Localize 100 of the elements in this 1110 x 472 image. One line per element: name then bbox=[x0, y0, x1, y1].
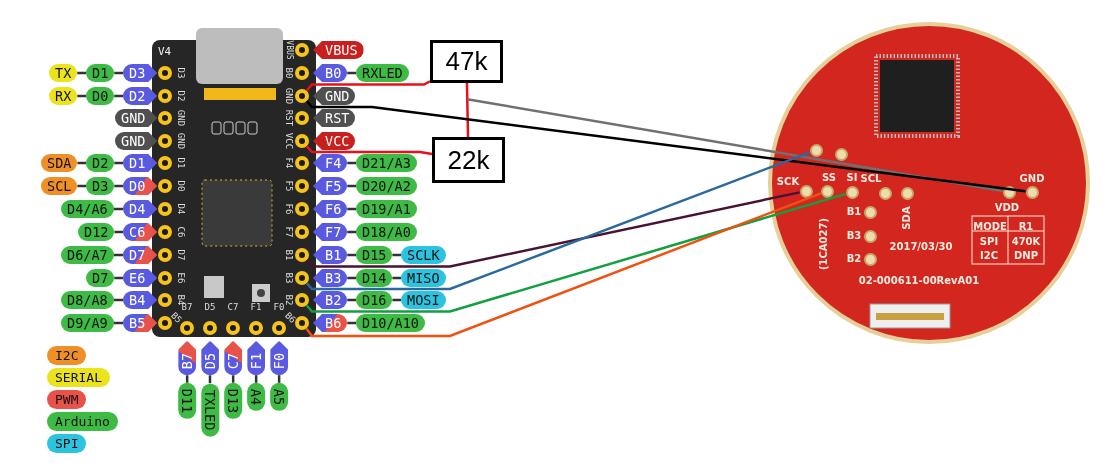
pin-label: D14 bbox=[356, 269, 393, 287]
pin-name: D5 bbox=[204, 302, 216, 312]
solder-pad bbox=[845, 185, 859, 199]
pin-label: GND bbox=[115, 109, 158, 127]
pin-label: C7 bbox=[224, 340, 243, 376]
connector-line bbox=[347, 184, 356, 188]
connector-line bbox=[392, 298, 401, 302]
connector-line bbox=[114, 71, 123, 75]
connector-line bbox=[231, 375, 235, 383]
silkscreen-text: 2017/03/30 bbox=[889, 242, 953, 252]
pin-label: F5 bbox=[313, 177, 348, 195]
pin-name: GND bbox=[175, 109, 185, 127]
pin-name: D0 bbox=[175, 180, 185, 192]
connector-line bbox=[77, 161, 86, 165]
connector-line bbox=[347, 298, 356, 302]
pin-label: D2 bbox=[86, 154, 115, 172]
pin-name: D4 bbox=[175, 203, 185, 215]
pin-label: SCL bbox=[41, 177, 78, 195]
silkscreen-text: MODE bbox=[973, 222, 1007, 232]
connector-line bbox=[114, 94, 123, 98]
pin-label: D4/A6 bbox=[61, 200, 114, 218]
connector-line bbox=[77, 184, 86, 188]
solder-pad bbox=[295, 225, 309, 239]
pin-label: D2 bbox=[123, 87, 158, 105]
pin-name: GND bbox=[1019, 174, 1045, 184]
pin-name: D2 bbox=[175, 90, 185, 102]
solder-pad bbox=[295, 111, 309, 125]
solder-pad bbox=[900, 186, 914, 200]
pin-name: B5 bbox=[169, 311, 183, 325]
solder-pad bbox=[203, 321, 217, 335]
pin-label: D7 bbox=[86, 269, 115, 287]
wire bbox=[305, 151, 811, 291]
pin-label: B0 bbox=[313, 64, 348, 82]
solder-pad bbox=[878, 186, 892, 200]
pin-name: D1 bbox=[175, 157, 185, 169]
solder-pad bbox=[158, 111, 172, 125]
connector-line bbox=[114, 161, 123, 165]
pin-name: GND bbox=[175, 132, 185, 150]
pin-name: D3 bbox=[175, 67, 185, 79]
pin-name: B1 bbox=[846, 207, 862, 217]
pin-name: F4 bbox=[283, 157, 293, 169]
connector-line bbox=[77, 71, 86, 75]
pin-label: MOSI bbox=[401, 291, 446, 309]
solder-pad bbox=[226, 321, 240, 335]
pin-name: F5 bbox=[283, 180, 293, 192]
pin-label: D16 bbox=[356, 291, 393, 309]
pin-label: TXLED bbox=[200, 383, 219, 436]
silkscreen-text: 470K bbox=[1011, 237, 1041, 247]
board-version-label: V4 bbox=[158, 45, 172, 58]
solder-pad bbox=[158, 225, 172, 239]
legend-item: I2C bbox=[47, 346, 87, 365]
solder-pad bbox=[158, 179, 172, 193]
pin-name: SS bbox=[822, 173, 836, 183]
pin-name: VDD bbox=[994, 203, 1020, 213]
pin-name: F6 bbox=[283, 203, 293, 215]
pin-label: D8/A8 bbox=[61, 291, 114, 309]
solder-pad bbox=[863, 205, 877, 219]
pin-label: SDA bbox=[41, 154, 78, 172]
resistor-box bbox=[432, 137, 505, 183]
pin-label: F4 bbox=[313, 154, 348, 172]
solder-pad bbox=[158, 66, 172, 80]
pin-name: GND bbox=[283, 87, 293, 105]
solder-pad bbox=[295, 156, 309, 170]
solder-pad bbox=[295, 271, 309, 285]
pin-label: TX bbox=[49, 64, 78, 82]
pin-label: B7 bbox=[178, 340, 197, 376]
pin-label: D3 bbox=[123, 64, 158, 82]
solder-pad bbox=[158, 271, 172, 285]
silkscreen-text: 02-000611-00RevA01 bbox=[858, 276, 980, 286]
connector-line bbox=[114, 276, 123, 280]
wire bbox=[305, 192, 847, 313]
pin-label: D10/A10 bbox=[356, 314, 425, 332]
silkscreen-text: I2C bbox=[980, 251, 998, 261]
solder-pad bbox=[180, 321, 194, 335]
connector-line bbox=[77, 94, 86, 98]
pin-label: D1 bbox=[123, 154, 158, 172]
silkscreen-text: (1CA027) bbox=[819, 217, 829, 271]
solder-pad bbox=[295, 202, 309, 216]
pin-name: F7 bbox=[283, 226, 293, 238]
pin-label: F6 bbox=[313, 200, 348, 218]
pin-name: B3 bbox=[846, 231, 862, 241]
connector-line bbox=[113, 253, 123, 257]
pin-label: D9/A9 bbox=[61, 314, 114, 332]
wire bbox=[305, 191, 800, 268]
legend-item: SPI bbox=[47, 434, 87, 453]
solder-pad bbox=[863, 252, 877, 266]
pin-label: D18/A0 bbox=[356, 223, 417, 241]
solder-pad bbox=[295, 89, 309, 103]
pin-name: B2 bbox=[846, 254, 862, 264]
solder-pad bbox=[820, 184, 834, 198]
wire bbox=[305, 80, 431, 92]
pin-label: D21/A3 bbox=[356, 154, 417, 172]
solder-pad bbox=[249, 321, 263, 335]
pin-name: B1 bbox=[283, 249, 293, 261]
connector-line bbox=[114, 184, 123, 188]
wire bbox=[305, 192, 822, 338]
pin-name: F1 bbox=[250, 302, 262, 312]
solder-pad bbox=[158, 156, 172, 170]
solder-pad bbox=[158, 316, 172, 330]
solder-pad bbox=[295, 248, 309, 262]
